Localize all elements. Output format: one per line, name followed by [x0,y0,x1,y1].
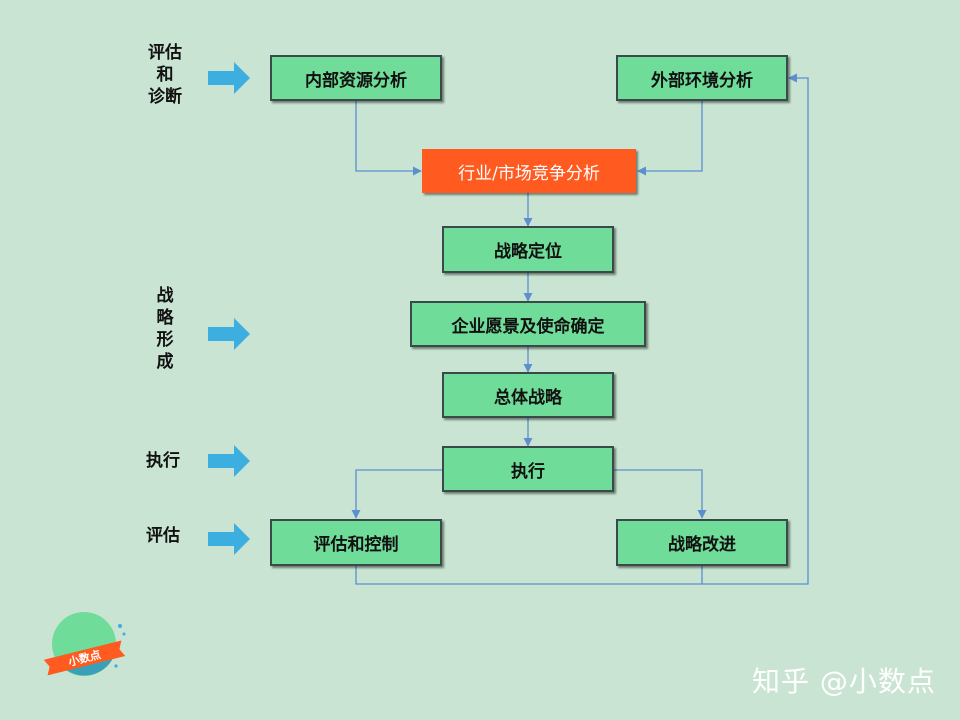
box-industry-competition-analysis: 行业/市场竞争分析 [422,149,636,193]
connector-feedback-loop [355,73,809,585]
connector-execute-to-evaluate [351,469,442,519]
stage-arrow-icon [208,62,250,94]
stage-label-execution: 执行 [146,451,180,471]
stage-label-diagnosis: 评估 和 诊断 [148,43,182,107]
stage-arrow-icon [208,523,250,555]
connector-external-to-industry [637,100,703,176]
stage-label-evaluation: 评估 [146,526,180,546]
box-evaluate-control: 评估和控制 [270,519,442,566]
box-strategy-improvement: 战略改进 [616,519,788,566]
box-overall-strategy: 总体战略 [442,372,614,418]
connector-execute-to-improve [614,469,707,519]
stage-arrow-icon [208,445,250,477]
watermark: 知乎 @小数点 [752,665,936,698]
box-vision-mission: 企业愿景及使命确定 [410,301,646,347]
stage-label-formation: 战 略 形 成 [156,286,174,372]
logo: 小数点 [44,612,126,676]
box-execute: 执行 [442,446,614,492]
box-internal-resource-analysis: 内部资源分析 [270,55,442,101]
connector-internal-to-industry [355,100,422,176]
box-external-environment-analysis: 外部环境分析 [616,55,788,101]
box-strategic-positioning: 战略定位 [442,226,614,273]
stage-arrow-icon [208,318,250,350]
